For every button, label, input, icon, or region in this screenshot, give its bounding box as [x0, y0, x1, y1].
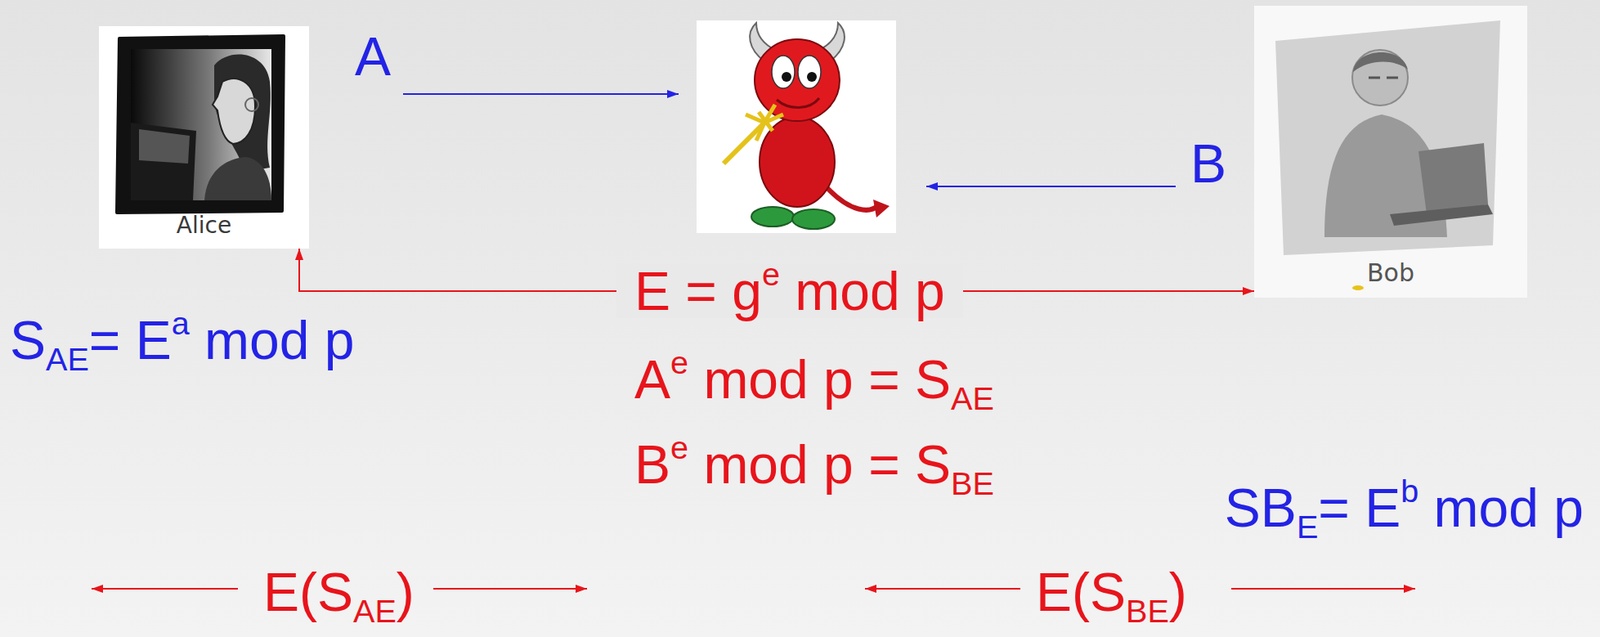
encrypted-arrow [864, 587, 1021, 590]
text-part: B [634, 434, 671, 495]
head-shape [1352, 49, 1408, 106]
pupil [781, 71, 792, 82]
monitor-shape [130, 122, 197, 201]
text-part: = E [89, 309, 172, 371]
formula-label: Be mod p = SBE [634, 437, 995, 492]
shoe [751, 206, 794, 227]
picture-ground [130, 49, 272, 201]
hair-shape [1353, 52, 1408, 72]
bob-illustration [1254, 5, 1528, 298]
text-part: mod p = S [688, 349, 951, 410]
shoe [792, 209, 835, 229]
text-part: e [761, 255, 780, 292]
eye [797, 55, 821, 89]
formula-label: Ae mod p = SAE [634, 352, 995, 407]
text-part: E(S [1035, 561, 1126, 623]
person-name: Bob [1366, 260, 1415, 286]
eye [771, 55, 795, 89]
text-part: a [171, 304, 190, 341]
trident-prongs [745, 104, 784, 141]
earring [245, 98, 259, 112]
laptop-shape [1418, 143, 1488, 215]
glasses [1368, 76, 1399, 80]
message-label: A [354, 29, 391, 84]
text-part: BE [950, 465, 995, 502]
text-part: mod p = S [688, 434, 951, 495]
message-arrow [403, 93, 679, 95]
picture-card [1254, 5, 1528, 298]
devil-head [754, 39, 840, 122]
text-part: AE [950, 380, 995, 417]
text-part: E [1296, 508, 1318, 545]
text-part: A [634, 349, 671, 410]
encrypted-label: E(SBE) [1035, 564, 1188, 619]
text-part: SB [1224, 477, 1297, 538]
bob-picture: Bob [1254, 5, 1528, 298]
pupil [806, 71, 817, 82]
formula-label: SBE= Eb mod p [1224, 480, 1584, 535]
text-part: = E [1317, 477, 1401, 538]
tail-tip [873, 199, 890, 218]
text-part: E = g [634, 260, 762, 322]
text-part: BE [1125, 592, 1170, 629]
text-part: b [1400, 472, 1419, 509]
text-part: B [1190, 133, 1227, 194]
edge-label: E = ge mod p [616, 264, 964, 319]
person-name: Alice [176, 214, 232, 238]
text-part: AE [353, 592, 397, 629]
message-label: B [1190, 136, 1227, 191]
picture-card [98, 26, 310, 249]
text-part: mod p [1418, 477, 1584, 538]
picture-card [696, 20, 897, 234]
picture-frame [116, 35, 284, 213]
encrypted-arrow [433, 587, 588, 590]
mouth [776, 98, 820, 108]
text-part: e [670, 344, 689, 381]
text-part: mod p [779, 260, 946, 322]
text-part: e [670, 429, 689, 466]
encrypted-arrow [91, 587, 238, 590]
tail [825, 186, 879, 211]
devil-illustration [696, 20, 897, 234]
formula-label: SAE= Ea mod p [9, 313, 355, 368]
message-arrow [926, 185, 1176, 188]
encrypted-label: E(SAE) [263, 564, 415, 619]
alice-illustration [98, 26, 310, 249]
laptop-base [1389, 204, 1493, 226]
monitor-screen [138, 129, 190, 164]
text-part: mod p [189, 309, 355, 371]
encrypted-arrow [1231, 587, 1416, 590]
text-part: ) [1169, 561, 1188, 623]
text-part: S [9, 309, 46, 371]
text-part: A [354, 26, 391, 87]
alice-picture: Alice [98, 26, 310, 249]
body-shape [204, 156, 272, 201]
picture-panel [1275, 20, 1501, 256]
text-part: ) [396, 561, 415, 623]
accent-mark [1352, 285, 1364, 291]
text-part: E(S [263, 561, 354, 623]
trident-shaft [723, 122, 765, 164]
text-part: AE [45, 340, 90, 377]
